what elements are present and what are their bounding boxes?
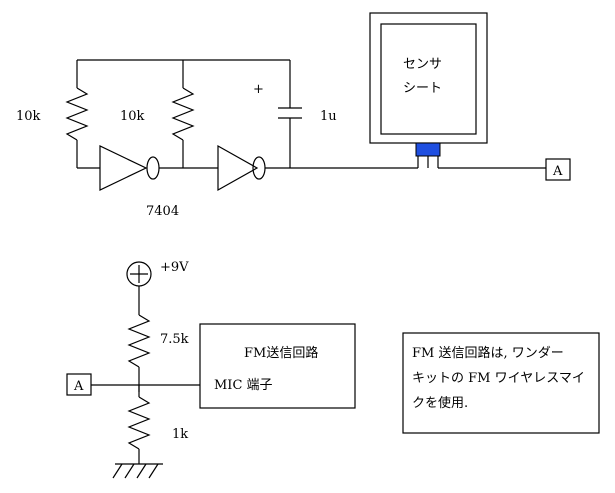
note-line-1: FM 送信回路は, ワンダー	[412, 345, 564, 361]
connector-a-top	[545, 158, 571, 181]
resistor-1	[65, 87, 89, 141]
resistor-2-label: 10k	[120, 109, 145, 124]
sensor-sheet-outer	[369, 12, 488, 144]
sensor-sheet-inner	[380, 23, 477, 135]
resistor-2	[171, 87, 195, 141]
sensor-label-line2: シート	[403, 81, 442, 96]
resistor-7-5k	[127, 314, 151, 368]
sensor-label-line1: センサ	[403, 57, 442, 72]
ground-hatch-3	[136, 463, 147, 479]
ground-hatch-4	[148, 463, 159, 479]
capacitor-polarity-label: +	[253, 82, 264, 97]
connector-a-bottom-label: A	[73, 379, 84, 394]
resistor-bottom-label: 1k	[172, 427, 188, 442]
sensor-connector	[415, 142, 441, 157]
capacitor-label: 1u	[320, 109, 337, 124]
resistor-1-label: 10k	[16, 109, 41, 124]
note-box	[402, 332, 600, 434]
inverter-2	[217, 144, 259, 192]
fm-block	[199, 323, 356, 409]
connector-a-top-label: A	[552, 164, 563, 179]
ground-hatch-1	[112, 463, 123, 479]
fm-block-input-label: MIC 端子	[214, 378, 273, 393]
inverter-1-bubble	[146, 156, 160, 180]
resistor-1k	[127, 396, 151, 450]
inverter-1	[99, 145, 148, 191]
ic-label: 7404	[146, 204, 179, 219]
fm-block-title: FM送信回路	[244, 345, 318, 361]
ground-hatch-2	[124, 463, 135, 479]
note-line-2: キットの FM ワイヤレスマイ	[412, 371, 585, 386]
supply-label: +9V	[160, 260, 189, 275]
resistor-top-label: 7.5k	[160, 332, 189, 347]
note-line-3: クを使用.	[412, 395, 468, 411]
inverter-2-bubble	[252, 156, 266, 180]
